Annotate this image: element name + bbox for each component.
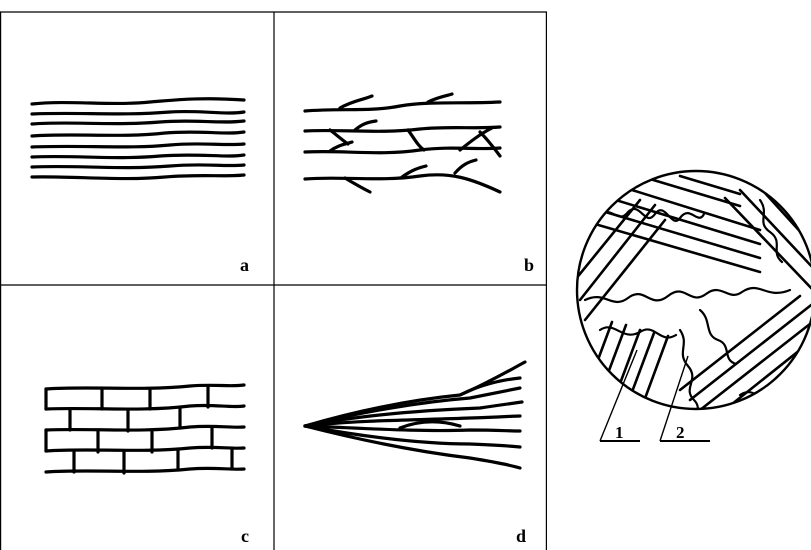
panel-b-branched-fibrils [305,94,500,192]
panel-label-d: d [516,526,526,546]
callout-label-1: 1 [615,423,624,442]
microstructure-inset [575,171,811,428]
panel-label-b: b [524,255,534,275]
panel-label-c: c [241,526,249,546]
panel-label-a: a [240,255,249,275]
panel-grid [0,12,547,550]
panel-d-diverging-fibrils [305,362,525,468]
panel-a-parallel-fibrils [32,99,244,179]
panel-c-bricked-fibrils [46,385,244,473]
callout-label-2: 2 [676,423,685,442]
lamellae-bottom-left [586,322,668,412]
callout-leader-2 [660,356,710,441]
